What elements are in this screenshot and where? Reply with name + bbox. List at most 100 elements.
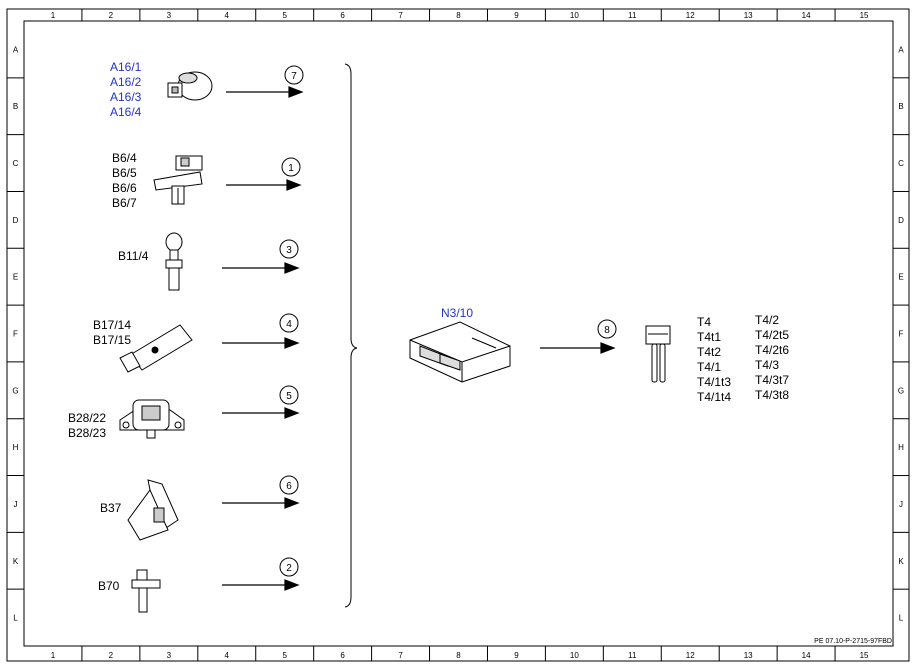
column-ref-bottom: 14 [802,651,811,660]
label-t4-3: T4/3 [755,358,780,372]
callout-8: 8 [604,325,610,336]
pressure-sensor-labels: B28/22 B28/23 [68,411,106,441]
column-ref-bottom: 1 [51,651,56,660]
row-ref-left: B [13,102,18,111]
crankshaft-sensor-icon [131,569,161,613]
camshaft-sensor-labels: B6/4 B6/5 B6/6 B6/7 [112,151,137,211]
row-ref-right: E [898,273,903,282]
column-ref-top: 13 [744,11,753,20]
ecu-label: N3/10 [441,306,474,320]
row-ref-right: F [899,330,904,339]
label-t4-1t4: T4/1t4 [697,390,732,404]
label-b70: B70 [98,579,120,593]
column-ref-bottom: 7 [398,651,403,660]
label-b6-4: B6/4 [112,151,137,165]
callout-5: 5 [286,391,292,402]
row-ref-left: D [13,216,19,225]
row-ref-left: C [13,159,19,168]
label-b17-14: B17/14 [93,318,132,332]
column-ref-top: 1 [51,11,56,20]
row-ref-right: A [898,45,904,54]
row-ref-left: G [12,386,18,395]
label-b37: B37 [100,501,122,515]
temperature-sensor-icon [165,232,183,291]
row-ref-left: K [13,557,19,566]
column-ref-top: 4 [225,11,230,20]
column-ref-bottom: 10 [570,651,579,660]
coil-labels-col1: T4 T4t1 T4t2 T4/1 T4/1t3 T4/1t4 [697,315,731,405]
callout-4: 4 [286,319,292,330]
intake-temp-sensor-icon [119,324,193,373]
row-ref-left: H [13,443,19,452]
label-a16-1: A16/1 [110,60,142,74]
label-t4t2: T4t2 [697,345,722,359]
label-b6-5: B6/5 [112,166,137,180]
row-ref-right: B [898,102,903,111]
column-ref-bottom: 11 [628,651,637,660]
row-ref-right: D [898,216,904,225]
label-b28-22: B28/22 [68,411,107,425]
column-ref-bottom: 12 [686,651,695,660]
column-ref-top: 2 [109,11,114,20]
hall-sensor-icon [153,155,203,205]
label-b6-7: B6/7 [112,196,137,210]
column-ref-top: 8 [456,11,461,20]
pedal-sensor-label: B37 [100,501,121,516]
row-ref-right: G [898,386,904,395]
column-ref-top: 3 [167,11,172,20]
callout-1: 1 [288,163,294,174]
column-ref-top: 7 [398,11,403,20]
callout-2: 2 [286,563,292,574]
column-ref-bottom: 2 [109,651,114,660]
label-t4-1t3: T4/1t3 [697,375,732,389]
air-temp-sensor-labels: B17/14 B17/15 [93,318,131,348]
callout-3: 3 [286,245,292,256]
label-t4-3t8: T4/3t8 [755,388,790,402]
accelerator-pedal-icon [127,479,179,541]
label-t4-2: T4/2 [755,313,780,327]
label-t4: T4 [697,315,712,329]
row-ref-left: L [13,614,18,623]
column-ref-top: 10 [570,11,579,20]
column-ref-bottom: 5 [282,651,287,660]
knock-sensor-labels: A16/1 A16/2 A16/3 A16/4 [110,60,141,120]
row-ref-right: K [898,557,904,566]
temp-sensor-label: B11/4 [118,249,148,264]
row-ref-left: F [13,330,18,339]
knock-sensor-icon [167,71,213,101]
label-t4-3t7: T4/3t7 [755,373,790,387]
label-b11-4: B11/4 [118,249,149,263]
column-ref-top: 14 [802,11,811,20]
coil-labels-col2: T4/2 T4/2t5 T4/2t6 T4/3 T4/3t7 T4/3t8 [755,313,789,403]
label-b28-23: B28/23 [68,426,107,440]
column-ref-top: 11 [628,11,637,20]
grouping-brace [344,63,358,608]
callout-7: 7 [291,71,297,82]
callout-6: 6 [286,481,292,492]
label-t4-2t5: T4/2t5 [755,328,790,342]
label-a16-2: A16/2 [110,75,142,89]
column-ref-bottom: 3 [167,651,172,660]
column-ref-bottom: 13 [744,651,753,660]
row-ref-right: J [899,500,903,509]
column-ref-top: 9 [514,11,519,20]
column-ref-bottom: 8 [456,651,461,660]
crankshaft-sensor-label: B70 [98,579,119,594]
row-ref-left: E [13,273,18,282]
row-ref-right: H [898,443,904,452]
label-t4t1: T4t1 [697,330,722,344]
row-ref-right: C [898,159,904,168]
label-a16-3: A16/3 [110,90,142,104]
label-t4-2t6: T4/2t6 [755,343,790,357]
drawing-code: PE 07.10-P-2715-97FBD [814,638,892,645]
row-ref-left: A [13,45,19,54]
label-b17-15: B17/15 [93,333,132,347]
ignition-coil-icon [645,325,671,383]
column-ref-bottom: 9 [514,651,519,660]
column-ref-bottom: 15 [860,651,869,660]
label-a16-4: A16/4 [110,105,142,119]
column-ref-top: 15 [860,11,869,20]
row-ref-right: L [899,614,904,623]
